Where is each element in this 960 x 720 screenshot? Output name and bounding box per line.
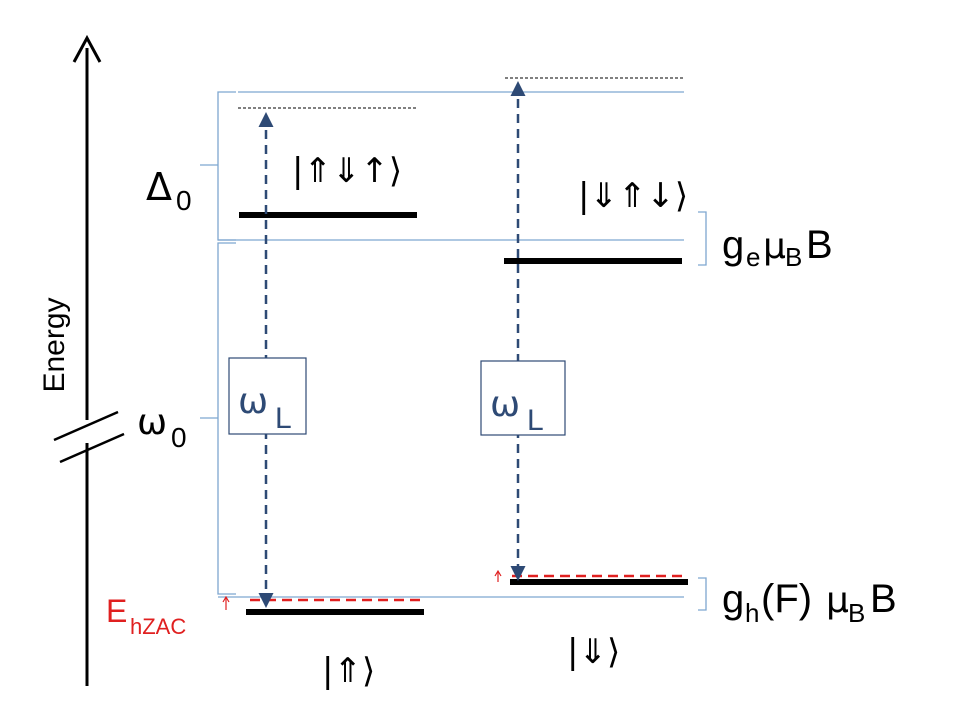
axis-arrowhead <box>72 34 102 63</box>
gh-mu-subscript: B <box>848 598 865 628</box>
omegaL-right-symbol: ω <box>490 384 520 425</box>
zac-arrow-right <box>494 569 502 582</box>
gh-bracket <box>698 577 707 611</box>
omega0-symbol: ω <box>137 402 167 443</box>
gh-muB-B-label: g h (F) μ B B <box>722 577 897 628</box>
ge-g: g <box>722 223 744 267</box>
gh-g-subscript: h <box>745 598 759 628</box>
delta0-symbol: Δ <box>146 165 172 209</box>
gh-B: B <box>870 577 897 621</box>
energy-axis: Energy <box>38 34 125 686</box>
delta0-bracket <box>217 91 236 241</box>
omega0-subscript: 0 <box>171 422 187 453</box>
ket-excited-left: |⇑⇓↑⟩ <box>292 151 402 191</box>
ge-bracket <box>698 211 707 266</box>
ge-muB-B-label: g e μ B B <box>722 223 833 272</box>
delta0-label: Δ 0 <box>146 165 192 216</box>
omegaL-left-symbol: ω <box>238 381 268 422</box>
gh-mu: μ <box>826 580 849 621</box>
axis-break-mark-lower <box>59 432 125 464</box>
zac-arrow-left <box>222 595 230 610</box>
omegaL-box-right: ω L <box>480 360 566 437</box>
guide-lines <box>200 91 707 611</box>
omegaL-left-subscript: L <box>275 402 292 435</box>
ket-ground-left: |⇑⟩ <box>322 651 375 691</box>
ehzac-label: E hZAC <box>106 593 186 639</box>
ge-mu-subscript: B <box>785 242 802 272</box>
axis-label-energy: Energy <box>38 297 71 392</box>
ge-g-subscript: e <box>746 242 760 272</box>
axis-break-mark-upper <box>53 410 119 442</box>
omegaL-box-left: ω L <box>228 357 307 435</box>
delta0-subscript: 0 <box>176 185 192 216</box>
gh-F: (F) <box>761 577 812 621</box>
ket-ground-right: |⇓⟩ <box>567 632 620 672</box>
ehzac-subscript: hZAC <box>130 614 186 639</box>
ge-B: B <box>806 223 833 267</box>
ket-excited-right: |⇓⇑↓⟩ <box>578 176 688 216</box>
omegaL-right-subscript: L <box>527 404 544 437</box>
ge-mu: μ <box>763 226 786 267</box>
ehzac-E: E <box>106 593 127 629</box>
omega0-label: ω 0 <box>137 402 187 453</box>
gh-g: g <box>722 577 744 621</box>
